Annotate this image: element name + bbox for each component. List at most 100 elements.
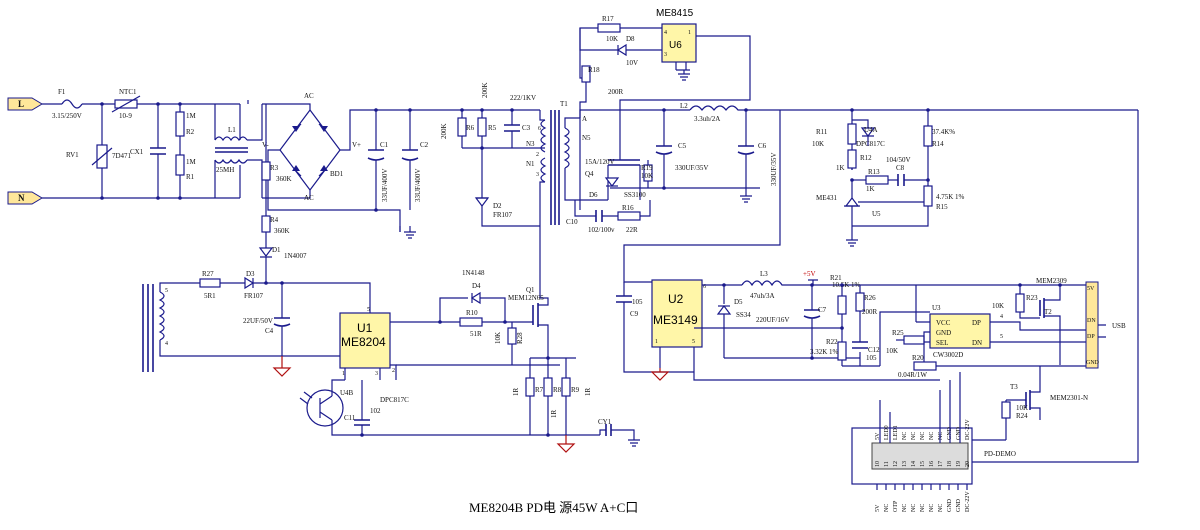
l1-value: 25MH — [216, 166, 234, 174]
d6-ref: D6 — [589, 191, 598, 199]
pd-pin-number: 20 — [965, 461, 971, 467]
d1-ref: D1 — [272, 246, 281, 254]
r2-value: 1M — [186, 112, 197, 120]
svg-text:6: 6 — [703, 284, 706, 290]
svg-text:2: 2 — [392, 368, 395, 374]
diode-d4 — [470, 291, 481, 305]
pd-pin-top-label: GND — [956, 426, 962, 440]
pd-pin-top-label: 5V — [875, 432, 881, 440]
t1-pin-a: A — [582, 115, 587, 123]
u6-part: ME8415 — [656, 8, 694, 19]
pd-pin-number: 19 — [956, 461, 962, 467]
d1-value: 1N4007 — [284, 252, 307, 260]
resistor-r25 — [903, 335, 925, 345]
c3-value: 222/1KV — [510, 94, 536, 102]
svg-text:1: 1 — [688, 30, 691, 36]
l2-value: 3.3uh/2A — [694, 115, 720, 123]
r23-value: 10K — [992, 302, 1004, 310]
bd1-ac-top: AC — [304, 92, 314, 100]
feedback-section: R11 10K U4A DPC817C R12 1K R13 1K C8 104… — [812, 108, 965, 247]
svg-text:3: 3 — [375, 371, 378, 377]
pd-pin-bottom-label: NC — [911, 504, 917, 512]
resistor-r19 — [643, 164, 653, 182]
r6-ref: R6 — [466, 124, 475, 132]
svg-text:3: 3 — [664, 52, 667, 58]
c2-value: 33UF/400V — [414, 169, 422, 202]
u3-pin-gnd: GND — [936, 329, 951, 337]
usb-output-section: 5V DN DP GND USB R23 10K T2 MEM2309 T3 M… — [965, 110, 1139, 463]
capacitor-cx1 — [150, 147, 166, 155]
aux-winding-section: 54 R27 5R1 D3 FR107 22UF/50V C4 — [142, 270, 371, 377]
r13-value: 1K — [866, 185, 875, 193]
d2-value: FR107 — [493, 211, 513, 219]
port-live — [7, 97, 43, 111]
rv1-value: 7D471 — [112, 152, 132, 160]
svg-text:1: 1 — [342, 371, 345, 377]
pd-pin-number: 13 — [902, 461, 908, 467]
r15-ref: R15 — [936, 203, 948, 211]
pd-pin-number: 16 — [929, 461, 935, 467]
r4b-value: 1R — [512, 388, 520, 397]
port-live-label: L — [18, 99, 24, 109]
d3-ref: D3 — [246, 270, 255, 278]
resistor-r26 — [855, 292, 865, 312]
resistor-r22 — [837, 341, 847, 361]
pd-pin-top-label: DC-22V — [965, 419, 971, 440]
r3-ref: R3 — [270, 164, 279, 172]
capacitor-c11 — [354, 419, 370, 426]
pd-demo-label: PD-DEMO — [984, 450, 1016, 458]
c8-value: 104/50V — [886, 156, 911, 164]
ic-u2 — [651, 279, 703, 348]
resistor-r16 — [617, 211, 641, 221]
u3-pin-dn: DN — [972, 339, 982, 347]
u1-part: ME8204 — [341, 335, 386, 349]
t2-ref: T2 — [1044, 308, 1052, 316]
capacitor-c9 — [616, 295, 632, 303]
capacitor-c5 — [655, 145, 673, 155]
r14-ref: R14 — [932, 140, 944, 148]
u4a-part: DPC817C — [856, 140, 885, 148]
pd-pin-top-label: LED1 — [893, 425, 899, 440]
capacitor-c6 — [737, 145, 755, 155]
svg-text:5: 5 — [367, 307, 370, 313]
r24-ref: R24 — [1016, 412, 1028, 420]
d2-ref: D2 — [493, 202, 502, 210]
diode-d2 — [474, 197, 490, 207]
sync-rectifier-section: R17 10K D8 10V U6 ME8415 431 R18 200R Q4… — [566, 8, 1138, 234]
pd-pin-bottom-label: DC-22V — [965, 491, 971, 512]
r26-value: 200R — [862, 308, 878, 316]
u1-ref: U1 — [357, 321, 373, 335]
bd1-ref: BD1 — [330, 170, 344, 178]
capacitor-c10 — [595, 210, 603, 222]
f1-value: 3.15/250V — [52, 112, 82, 120]
c9-ref: C9 — [630, 310, 639, 318]
r10-ref: R10 — [466, 309, 478, 317]
r20-value: 0.04R/1W — [898, 371, 927, 379]
c11-ref: C11 — [344, 414, 356, 422]
resistor-r1 — [175, 154, 185, 176]
r9-ref: R9 — [571, 386, 580, 394]
c7-ref: C7 — [818, 306, 827, 314]
resistor-r20 — [913, 361, 937, 371]
r1-value: 1M — [186, 158, 197, 166]
c4-value: 22UF/50V — [243, 317, 273, 325]
l1-ref: L1 — [228, 126, 236, 134]
r6-value: 200K — [440, 123, 448, 139]
c2-ref: C2 — [420, 141, 429, 149]
u3-pin-dp: DP — [972, 319, 981, 327]
d4-ref: D4 — [472, 282, 481, 290]
r20-ref: R20 — [912, 354, 924, 362]
resistor-r12 — [847, 149, 857, 169]
q4-ref: Q4 — [585, 170, 594, 178]
capacitor-c3 — [504, 124, 520, 132]
diode-d1 — [258, 247, 274, 257]
r16-ref: R16 — [622, 204, 634, 212]
fuse-f1 — [61, 99, 83, 109]
u2-ref: U2 — [668, 292, 684, 306]
snubber-clamp: 200K 200K R6 R5 C3 222/1KV D2 FR107 — [440, 82, 540, 227]
resistor-r2 — [175, 111, 185, 137]
resistor-r15 — [923, 185, 933, 207]
pd-pin-bottom-label: NC — [884, 504, 890, 512]
svg-text:1: 1 — [655, 339, 658, 345]
shunt-regulator-u5 — [844, 197, 860, 207]
